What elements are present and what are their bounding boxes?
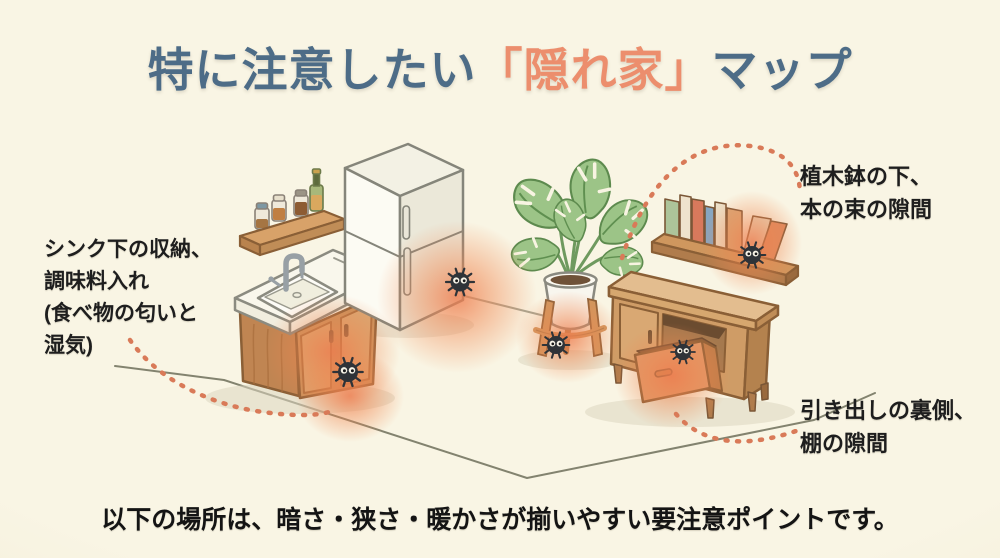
annotation-sink-cabinet: シンク下の収納、 調味料入れ (食べ物の匂いと 湿気) <box>44 234 212 362</box>
annotation-line: (食べ物の匂いと <box>44 302 198 325</box>
bottle-oil <box>309 168 324 212</box>
annotation-line: 調味料入れ <box>44 270 149 293</box>
fridge-handle-upper <box>402 205 411 240</box>
spice-shelf <box>238 168 346 257</box>
faucet <box>268 253 305 292</box>
annotation-line: 引き出しの裏側、 <box>800 398 977 423</box>
annotation-plant-books: 植木鉢の下、 本の束の隙間 <box>800 160 932 226</box>
jar-milk <box>254 202 270 230</box>
jar-spice-1 <box>271 194 287 222</box>
sink-basin <box>256 271 339 319</box>
hotspot-glows <box>264 191 802 442</box>
connector-plant-books-label <box>619 143 803 261</box>
glow-bookshelf <box>702 191 802 295</box>
annotation-line: シンク下の収納、 <box>44 238 212 261</box>
dashed-connectors <box>127 143 803 444</box>
spice-jars <box>254 168 324 230</box>
title-highlight: 「隠れ家」 <box>476 44 712 96</box>
jar-spice-2 <box>293 189 309 217</box>
footer-caption: 以下の場所は、暗さ・狭さ・暖かさが揃いやすい要注意ポイントです。 <box>101 506 899 534</box>
glow-drawer <box>614 323 730 429</box>
annotation-drawer-shelf: 引き出しの裏側、 棚の隙間 <box>800 394 976 460</box>
connector-drawer-label <box>673 411 799 444</box>
glow-fridge-side <box>377 221 537 373</box>
glow-plant-pot <box>516 291 620 383</box>
connector-sink-label <box>127 337 335 418</box>
glow-cabinet-bug <box>296 350 404 442</box>
page-title: 特に注意したい「隠れ家」マップ <box>0 34 1000 100</box>
title-prefix: 特に注意したい <box>147 44 477 96</box>
annotation-line: 植木鉢の下、 <box>800 164 933 189</box>
title-suffix: マップ <box>711 44 853 96</box>
annotation-line: 棚の隙間 <box>800 431 889 456</box>
annotation-line: 湿気) <box>44 334 93 357</box>
annotation-line: 本の束の隙間 <box>800 197 933 222</box>
